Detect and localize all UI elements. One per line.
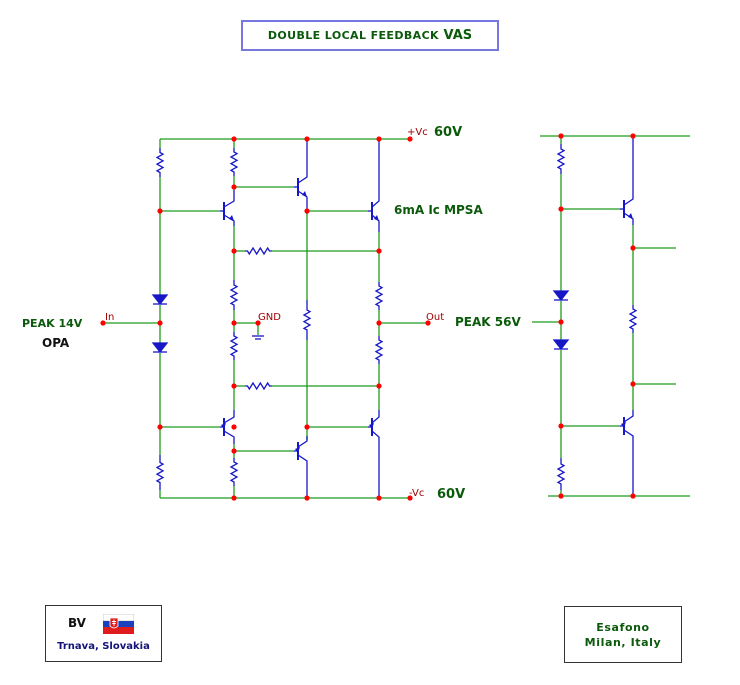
junction-node: [558, 423, 564, 429]
transistor-lead: [371, 139, 380, 208]
resistor: [229, 458, 239, 486]
transistor-lead: [623, 410, 634, 423]
junction-node: [304, 495, 310, 501]
wires: [103, 135, 690, 499]
junction-node: [231, 184, 237, 190]
transistor-lead: [371, 430, 380, 498]
junction-node: [376, 495, 382, 501]
transistor-note: 6mA Ic MPSA: [394, 203, 483, 217]
junction-node: [157, 208, 163, 214]
junction-node: [558, 133, 564, 139]
transistor-lead: [297, 436, 308, 448]
components: [151, 136, 638, 498]
resistor: [374, 336, 384, 364]
junction-node: [376, 320, 382, 326]
junction-node: [231, 448, 237, 454]
transistor-lead: [297, 139, 308, 184]
vminus-label: -Vc: [409, 488, 424, 499]
junction-node: [376, 383, 382, 389]
resistor: [374, 282, 384, 310]
resistor: [628, 305, 638, 333]
transistor-lead: [371, 410, 380, 424]
junction-node: [558, 206, 564, 212]
resistor: [155, 148, 165, 177]
junction-node: [630, 381, 636, 387]
resistor: [556, 458, 566, 490]
junction-node: [304, 136, 310, 142]
junction-node: [630, 493, 636, 499]
junction-node: [157, 424, 163, 430]
junction-node: [630, 133, 636, 139]
transistor-lead: [223, 430, 235, 444]
transistor-lead: [623, 429, 634, 496]
junction-node: [558, 319, 564, 325]
transistor-lead: [223, 190, 235, 208]
output-label: Out: [426, 312, 444, 323]
nodes: [100, 133, 636, 501]
opa-label: OPA: [42, 336, 70, 350]
resistor: [556, 144, 566, 174]
credit-esafono-city: Milan, Italy: [584, 636, 662, 649]
title-text: DOUBLE LOCAL FEEDBACK: [267, 29, 439, 42]
junction-node: [425, 320, 431, 326]
vplus-value: 60V: [434, 125, 462, 140]
vplus-label: +Vc: [407, 127, 428, 138]
resistor: [229, 148, 239, 176]
junction-node: [231, 424, 237, 430]
input-label: In: [105, 312, 114, 323]
junction-node: [376, 136, 382, 142]
credit-bv-name: BV: [68, 616, 86, 630]
credit-box-bv: BV Trnava, Slovakia: [45, 605, 162, 662]
slovakia-flag-icon: [103, 614, 134, 634]
resistor: [229, 332, 239, 360]
emitter-arrow: [374, 215, 379, 221]
resistor: [155, 455, 165, 490]
credit-box-esafono: Esafono Milan, Italy: [564, 606, 682, 663]
junction-node: [407, 495, 413, 501]
vminus-value: 60V: [437, 487, 465, 502]
junction-node: [376, 248, 382, 254]
junction-node: [157, 320, 163, 326]
resistor: [302, 300, 312, 340]
emitter-arrow: [628, 213, 633, 219]
resistor: [245, 246, 272, 256]
junction-node: [231, 495, 237, 501]
junction-node: [255, 320, 261, 326]
transistor-lead: [623, 136, 634, 206]
resistor: [229, 280, 239, 310]
diode: [151, 294, 169, 306]
junction-node: [304, 208, 310, 214]
diode: [552, 290, 570, 302]
emitter-arrow: [229, 215, 234, 221]
transistor-lead: [223, 410, 235, 424]
diode: [151, 342, 169, 354]
junction-node: [231, 248, 237, 254]
transistor-lead: [297, 454, 308, 498]
junction-node: [231, 383, 237, 389]
transistor-lead: [623, 212, 634, 225]
junction-node: [630, 245, 636, 251]
peak-input-label: PEAK 14V: [22, 317, 83, 330]
emitter-arrow: [302, 191, 307, 197]
title-vas: VAS: [443, 28, 473, 43]
peak-right-label: PEAK 56V: [455, 315, 521, 329]
emitter-arrow: [295, 447, 300, 453]
junction-node: [100, 320, 106, 326]
junction-node: [558, 493, 564, 499]
diode: [552, 339, 570, 351]
wire: [234, 322, 259, 335]
junction-node: [231, 136, 237, 142]
junction-node: [304, 424, 310, 430]
ground-label: GND: [258, 312, 281, 323]
junction-node: [407, 136, 413, 142]
emitter-arrow: [621, 422, 626, 428]
resistor: [245, 381, 272, 391]
emitter-arrow: [369, 423, 374, 429]
emitter-arrow: [221, 423, 226, 429]
junction-node: [231, 320, 237, 326]
title-box: DOUBLE LOCAL FEEDBACK VAS: [241, 20, 499, 51]
credit-bv-city: Trnava, Slovakia: [57, 641, 150, 652]
credit-esafono-name: Esafono: [596, 621, 650, 634]
